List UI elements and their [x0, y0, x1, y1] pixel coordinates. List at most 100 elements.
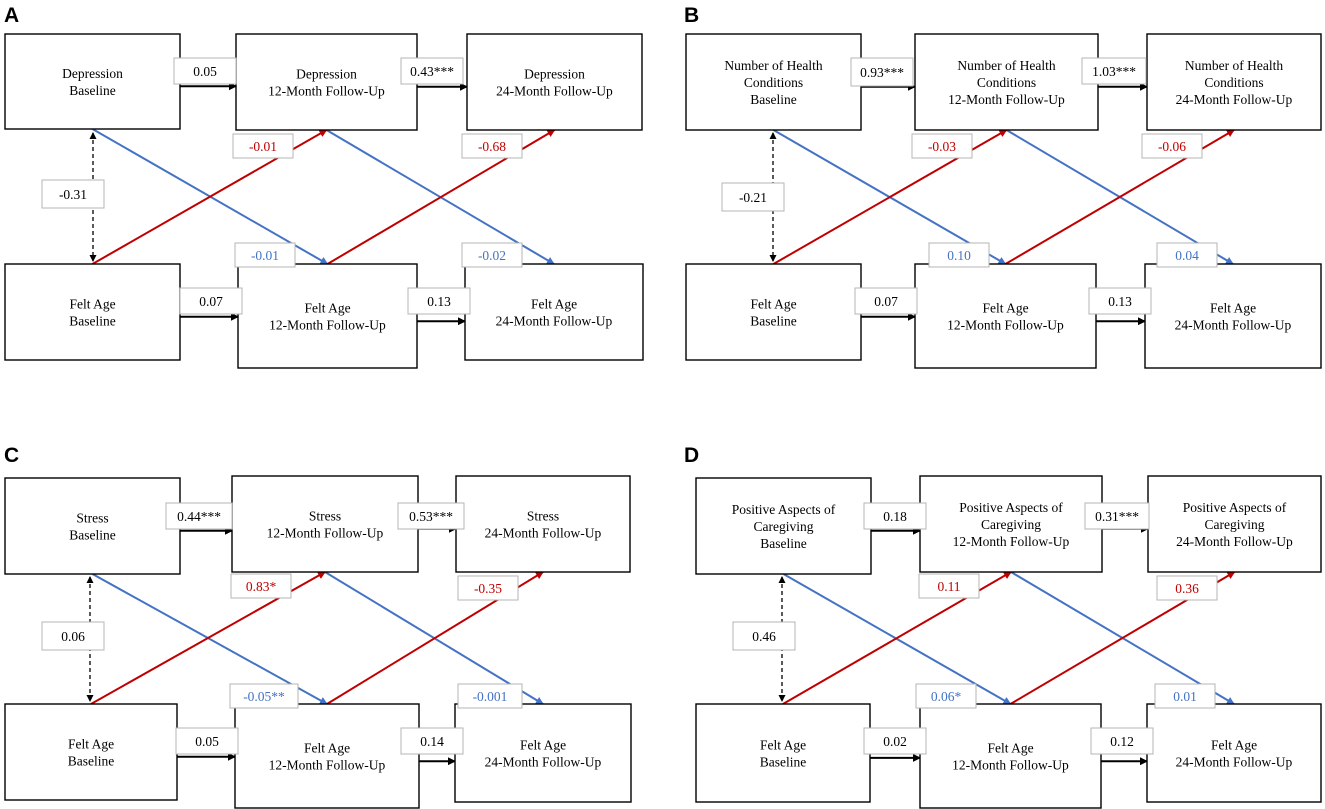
top-12-label-line-2: 12-Month Follow-Up [267, 526, 384, 541]
top-path-2-coefficient: 0.31*** [1095, 509, 1139, 524]
top-12-label-line-1: Depression [296, 67, 357, 82]
blue-path-1-label-frame [928, 242, 990, 268]
top-path-2-coefficient: 0.53*** [409, 509, 453, 524]
top-24-label-line-2: 24-Month Follow-Up [496, 84, 613, 99]
bot-24-box [454, 703, 632, 803]
bottom-path-1-label-frame [175, 727, 239, 755]
top-baseline-label-line-3: Baseline [760, 536, 807, 551]
blue-path-1-coefficient: -0.01 [251, 248, 279, 263]
bot-baseline-label-line-1: Felt Age [750, 297, 796, 312]
bot-24-label-line-1: Felt Age [1211, 738, 1257, 753]
top-baseline-label-line-2: Baseline [69, 83, 116, 98]
top-24-box [455, 475, 631, 573]
panel-letter-c: C [4, 444, 19, 467]
top-path-1-label-frame [850, 57, 914, 87]
bot-12-label-line-2: 12-Month Follow-Up [269, 318, 386, 333]
top-path-2-label-frame [397, 502, 465, 530]
top-24-label-line-2: Caregiving [1205, 517, 1265, 532]
baseline-correlation-label-frame [721, 182, 785, 212]
bot-24-label-line-2: 24-Month Follow-Up [496, 314, 613, 329]
bot-baseline-label-line-1: Felt Age [68, 737, 114, 752]
top-path-2-label-frame [1081, 57, 1147, 85]
top-12-label-line-2: Conditions [977, 75, 1036, 90]
bot-12-label-line-1: Felt Age [982, 301, 1028, 316]
blue-path-2-coefficient: 0.01 [1173, 689, 1197, 704]
top-12-box [231, 475, 419, 573]
bot-12-label-line-1: Felt Age [304, 301, 350, 316]
red-path-2-label-frame [1156, 575, 1218, 601]
top-12-label-line-2: 12-Month Follow-Up [268, 84, 385, 99]
bot-baseline-label-line-2: Baseline [69, 314, 116, 329]
blue-path-1-label-frame [915, 683, 977, 709]
red-path-1-label-frame [918, 573, 980, 599]
top-12-box [235, 33, 418, 131]
bot-baseline-label-line-1: Felt Age [69, 297, 115, 312]
top-path-1-coefficient: 0.05 [193, 64, 217, 79]
top-baseline-label-line-2: Conditions [744, 75, 803, 90]
blue-path-1-label-frame [229, 683, 299, 709]
bot-12-box [237, 263, 418, 369]
top-path-2-label-frame [1084, 502, 1150, 530]
bot-12-label-line-1: Felt Age [304, 741, 350, 756]
red-path-1-label-frame [232, 133, 294, 159]
bot-24-box [1146, 703, 1322, 803]
top-12-label-line-2: Caregiving [981, 517, 1041, 532]
top-baseline-box [4, 33, 181, 130]
blue-path-2-coefficient: 0.04 [1175, 248, 1199, 263]
baseline-correlation-coefficient: 0.46 [752, 629, 776, 644]
bot-baseline-box [4, 263, 181, 361]
red-path-2-coefficient: -0.35 [474, 581, 502, 596]
top-12-label-line-3: 12-Month Follow-Up [948, 92, 1065, 107]
red-path-1-coefficient: 0.83* [246, 579, 277, 594]
top-24-box [466, 33, 643, 131]
bot-baseline-box [4, 703, 178, 801]
top-24-label-line-3: 24-Month Follow-Up [1176, 534, 1293, 549]
bot-24-label-line-1: Felt Age [1210, 301, 1256, 316]
panel-letter-a: A [4, 4, 19, 27]
bot-baseline-label-line-2: Baseline [68, 754, 115, 769]
baseline-correlation-label-frame [41, 179, 105, 209]
top-baseline-label-line-3: Baseline [750, 92, 797, 107]
bottom-path-1-label-frame [179, 287, 243, 315]
top-path-1-coefficient: 0.44*** [177, 509, 221, 524]
top-path-1-label-frame [863, 502, 927, 530]
top-12-label-line-3: 12-Month Follow-Up [953, 534, 1070, 549]
top-24-label-line-1: Depression [524, 67, 585, 82]
bot-24-box [1144, 263, 1322, 369]
bottom-path-2-coefficient: 0.13 [427, 294, 451, 309]
red-path-1-label-frame [911, 133, 973, 159]
blue-path-2-label-frame [1156, 242, 1218, 268]
blue-path-2-label-frame [461, 242, 523, 268]
red-path-1-coefficient: -0.03 [928, 139, 956, 154]
top-24-label-line-2: Conditions [1204, 75, 1263, 90]
bot-24-label-line-1: Felt Age [531, 297, 577, 312]
bot-12-box [234, 703, 420, 809]
bottom-path-2-label-frame [1088, 287, 1152, 315]
red-path-2-coefficient: -0.06 [1158, 139, 1186, 154]
top-24-label-line-1: Positive Aspects of [1183, 500, 1287, 515]
bottom-path-2-label-frame [407, 287, 471, 315]
bottom-path-2-coefficient: 0.14 [420, 734, 444, 749]
top-path-1-label-frame [165, 502, 233, 530]
top-path-1-coefficient: 0.93*** [860, 65, 904, 80]
bot-12-label-line-1: Felt Age [987, 741, 1033, 756]
bottom-path-1-coefficient: 0.07 [874, 294, 898, 309]
bottom-path-2-coefficient: 0.13 [1108, 294, 1132, 309]
top-baseline-label-line-1: Positive Aspects of [732, 502, 836, 517]
top-12-label-line-1: Stress [309, 509, 341, 524]
red-path-2-coefficient: 0.36 [1175, 581, 1199, 596]
top-12-label-line-1: Number of Health [957, 58, 1055, 73]
bot-24-label-line-2: 24-Month Follow-Up [485, 755, 602, 770]
top-baseline-label-line-1: Depression [62, 66, 123, 81]
bottom-path-1-label-frame [863, 727, 927, 755]
bot-baseline-label-line-1: Felt Age [760, 738, 806, 753]
red-path-1-label-frame [230, 573, 292, 599]
top-path-2-coefficient: 1.03*** [1092, 64, 1136, 79]
bot-12-label-line-2: 12-Month Follow-Up [952, 758, 1069, 773]
top-baseline-box [4, 477, 181, 575]
bot-24-box [464, 263, 644, 361]
